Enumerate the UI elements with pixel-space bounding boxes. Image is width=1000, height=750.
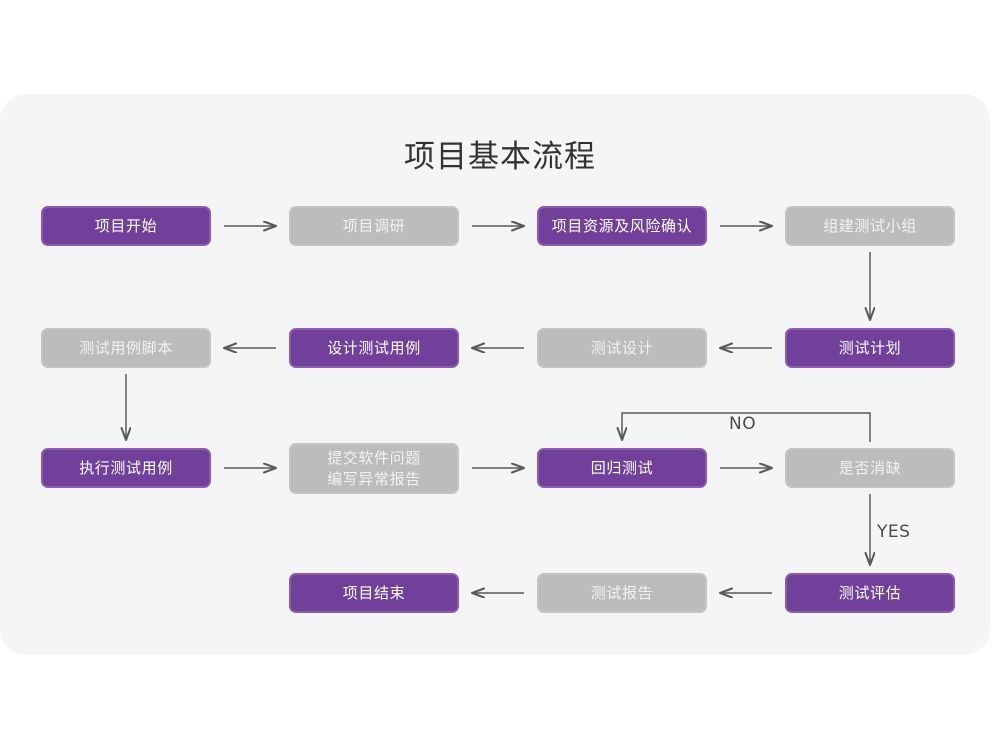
node-defect-cleared-decision[interactable]: 是否消缺: [785, 448, 955, 488]
node-test-case-script[interactable]: 测试用例脚本: [41, 328, 211, 368]
flowchart-card: [0, 94, 990, 655]
node-test-plan[interactable]: 测试计划: [785, 328, 955, 368]
node-build-test-team[interactable]: 组建测试小组: [785, 206, 955, 246]
node-design-test-case[interactable]: 设计测试用例: [289, 328, 459, 368]
edge-label-no: NO: [729, 414, 757, 434]
node-submit-issue-report[interactable]: 提交软件问题 编写异常报告: [289, 443, 459, 494]
page-title: 项目基本流程: [404, 139, 596, 175]
edge-label-yes: YES: [877, 522, 911, 542]
node-project-end[interactable]: 项目结束: [289, 573, 459, 613]
node-regression-test[interactable]: 回归测试: [537, 448, 707, 488]
node-execute-test-case[interactable]: 执行测试用例: [41, 448, 211, 488]
node-test-design[interactable]: 测试设计: [537, 328, 707, 368]
node-project-research[interactable]: 项目调研: [289, 206, 459, 246]
node-test-evaluation[interactable]: 测试评估: [785, 573, 955, 613]
node-test-report[interactable]: 测试报告: [537, 573, 707, 613]
node-resource-risk-confirm[interactable]: 项目资源及风险确认: [537, 206, 707, 246]
node-project-start[interactable]: 项目开始: [41, 206, 211, 246]
